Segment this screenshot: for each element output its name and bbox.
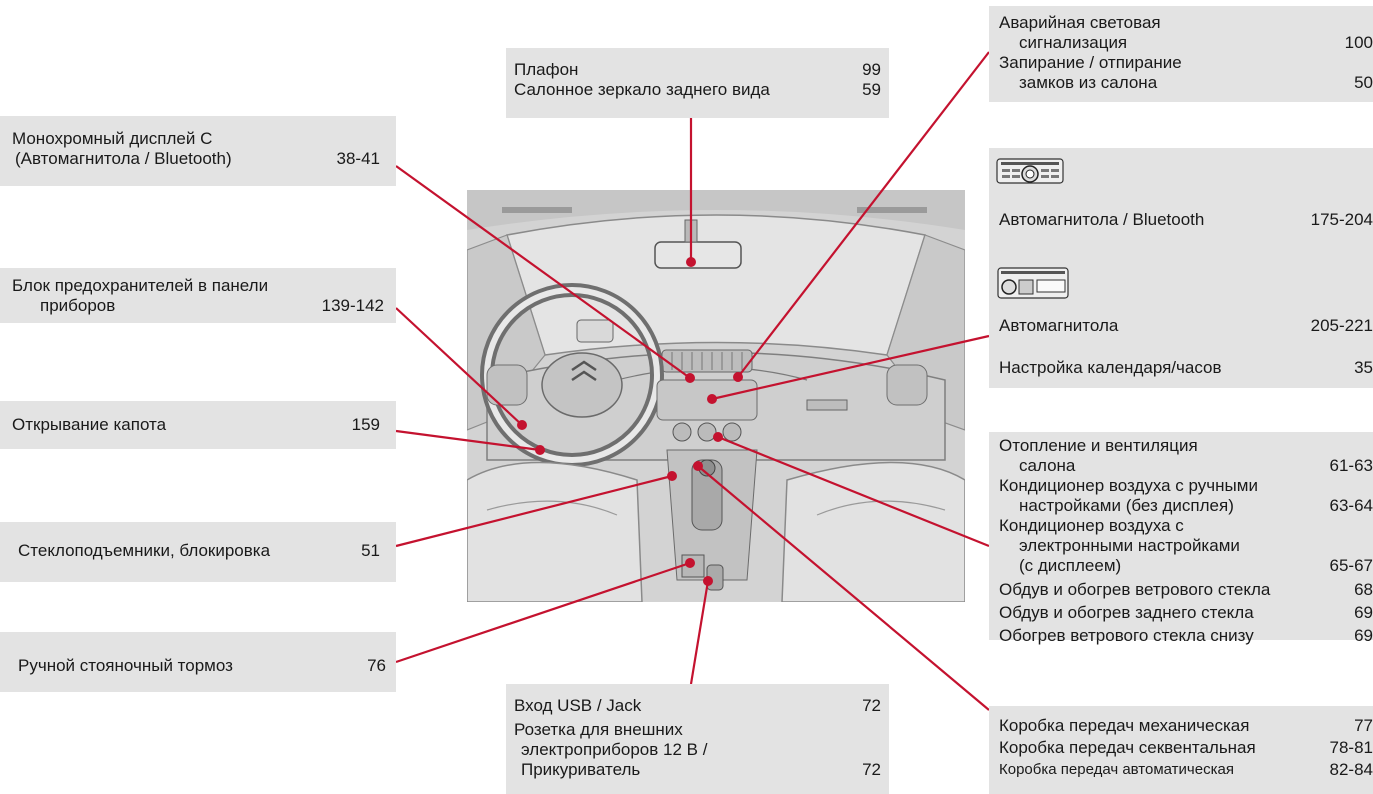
windscreen-demist-label: Обдув и обогрев ветрового стекла (999, 580, 1270, 600)
hazard-page[interactable]: 100 (1345, 33, 1373, 53)
usb-label: Вход USB / Jack (514, 696, 641, 716)
ceiling-light-box: Плафон 99 Салонное зеркало заднего вида … (506, 48, 889, 118)
manual-ac-label-2: настройками (без дисплея) (999, 496, 1234, 516)
fuse-box-label-2: приборов (12, 296, 115, 316)
heating-page[interactable]: 61-63 (1330, 456, 1373, 476)
usb-page[interactable]: 72 (862, 696, 881, 716)
line-fuse-box-end-dot (517, 420, 527, 430)
fuse-box-box: Блок предохранителей в панели приборов 1… (0, 268, 396, 323)
mono-display-page[interactable]: 38-41 (337, 149, 380, 169)
manual-gearbox-page[interactable]: 77 (1354, 716, 1373, 736)
ceiling-light-label: Плафон (514, 60, 578, 80)
central-lock-label-2: замков из салона (999, 73, 1157, 93)
socket-page[interactable]: 72 (862, 760, 881, 780)
line-usb-end-dot (703, 576, 713, 586)
hazard-label-2: сигнализация (999, 33, 1127, 53)
line-gearbox-end-dot (693, 461, 703, 471)
line-hazard-end-dot (733, 372, 743, 382)
heating-box: Отопление и вентиляция салона 61-63 Конд… (989, 432, 1373, 640)
line-gearbox (698, 466, 989, 710)
auto-ac-label: Кондиционер воздуха с (999, 516, 1184, 536)
line-mono-display-end-dot (685, 373, 695, 383)
socket-label-3: Прикуриватель (514, 760, 640, 780)
rear-screen-demist-label: Обдув и обогрев заднего стекла (999, 603, 1254, 623)
line-fuse-box (396, 308, 522, 425)
handbrake-page[interactable]: 76 (367, 656, 386, 676)
auto-gearbox-label: Коробка передач автоматическая (999, 760, 1234, 780)
line-radio-end-dot (707, 394, 717, 404)
radio-bluetooth-icon (996, 156, 1064, 186)
windows-page[interactable]: 51 (361, 541, 380, 561)
radio-label: Автомагнитола (999, 316, 1118, 336)
line-mono-display (396, 166, 690, 378)
manual-gearbox-label: Коробка передач механическая (999, 716, 1249, 736)
bonnet-page[interactable]: 159 (352, 415, 380, 435)
bonnet-label: Открывание капота (12, 415, 166, 435)
line-handbrake (396, 563, 690, 662)
socket-label-2: электроприборов 12 В / (514, 740, 707, 760)
central-lock-label: Запирание / отпирание (999, 53, 1182, 73)
windows-label: Стеклоподъемники, блокировка (18, 541, 270, 561)
line-windows (396, 476, 672, 546)
bonnet-box: Открывание капота 159 (0, 401, 396, 449)
line-usb (691, 581, 708, 684)
line-heating (718, 437, 989, 546)
rear-mirror-label: Салонное зеркало заднего вида (514, 80, 770, 100)
radio-bluetooth-page[interactable]: 175-204 (1311, 210, 1373, 230)
fuse-box-label: Блок предохранителей в панели (12, 276, 268, 296)
sequential-gearbox-page[interactable]: 78-81 (1330, 738, 1373, 758)
heating-label-2: салона (999, 456, 1075, 476)
line-heating-end-dot (713, 432, 723, 442)
line-handbrake-end-dot (685, 558, 695, 568)
sequential-gearbox-label: Коробка передач секвентальная (999, 738, 1256, 758)
central-lock-page[interactable]: 50 (1354, 73, 1373, 93)
socket-label: Розетка для внешних (514, 720, 683, 740)
line-ceiling-light-end-dot (686, 257, 696, 267)
windscreen-demist-page[interactable]: 68 (1354, 580, 1373, 600)
auto-ac-label-2: электронными настройками (999, 536, 1240, 556)
rear-screen-demist-page[interactable]: 69 (1354, 603, 1373, 623)
gearbox-box: Коробка передач механическая 77 Коробка … (989, 706, 1373, 794)
radio-cd-icon (997, 266, 1069, 300)
ceiling-light-row: Плафон 99 (514, 60, 881, 80)
manual-ac-label: Кондиционер воздуха с ручными (999, 476, 1258, 496)
usb-box: Вход USB / Jack 72 Розетка для внешних э… (506, 684, 889, 794)
windows-box: Стеклоподъемники, блокировка 51 (0, 522, 396, 582)
radio-bluetooth-label: Автомагнитола / Bluetooth (999, 210, 1204, 230)
fuse-box-page[interactable]: 139-142 (322, 296, 384, 316)
radio-box: Автомагнитола / Bluetooth 175-204 Автома… (989, 148, 1373, 388)
clock-page[interactable]: 35 (1354, 358, 1373, 378)
mono-display-subtitle: (Автомагнитола / Bluetooth) (12, 149, 232, 169)
auto-ac-page[interactable]: 65-67 (1330, 556, 1373, 576)
mono-display-title: Монохромный дисплей С (12, 129, 212, 149)
clock-label: Настройка календаря/часов (999, 358, 1222, 378)
windscreen-heating-label: Обогрев ветрового стекла снизу (999, 626, 1254, 646)
heating-label: Отопление и вентиляция (999, 436, 1198, 456)
auto-ac-label-3: (с дисплеем) (999, 556, 1121, 576)
radio-page[interactable]: 205-221 (1311, 316, 1373, 336)
line-windows-end-dot (667, 471, 677, 481)
auto-gearbox-page[interactable]: 82-84 (1330, 760, 1373, 780)
line-bonnet-end-dot (535, 445, 545, 455)
hazard-label: Аварийная световая (999, 13, 1161, 33)
line-bonnet (396, 431, 540, 450)
mono-display-box: Монохромный дисплей С (Автомагнитола / B… (0, 116, 396, 186)
hazard-box: Аварийная световая сигнализация 100 Запи… (989, 6, 1373, 102)
ceiling-light-page[interactable]: 99 (862, 60, 881, 80)
windscreen-heating-page[interactable]: 69 (1354, 626, 1373, 646)
handbrake-box: Ручной стояночный тормоз 76 (0, 632, 396, 692)
rear-mirror-row: Салонное зеркало заднего вида 59 (514, 80, 881, 100)
manual-ac-page[interactable]: 63-64 (1330, 496, 1373, 516)
rear-mirror-page[interactable]: 59 (862, 80, 881, 100)
line-radio (712, 336, 989, 399)
handbrake-label: Ручной стояночный тормоз (18, 656, 233, 676)
